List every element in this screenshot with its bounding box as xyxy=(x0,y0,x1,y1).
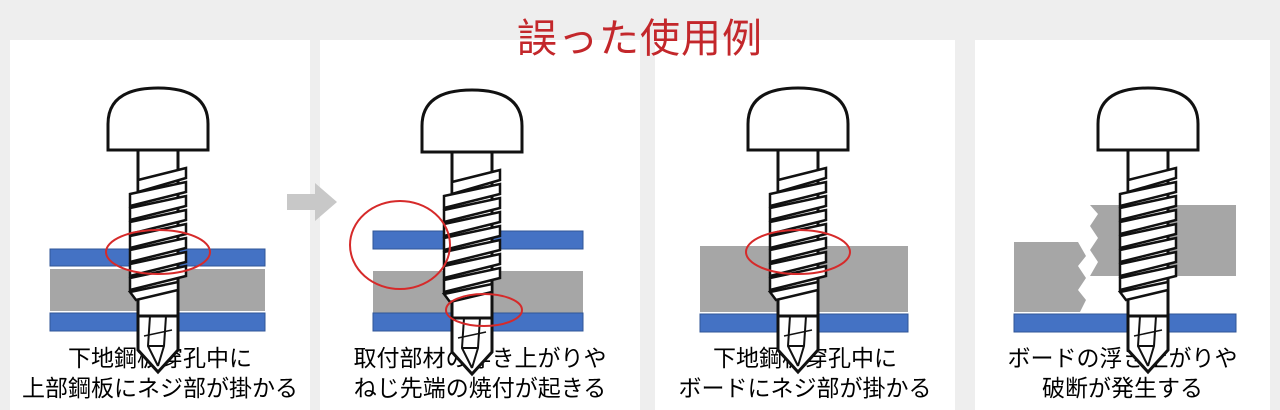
caption-2-line-2: ねじ先端の焼付が起きる xyxy=(353,376,607,402)
caption-4-line-1: ボードの浮き上がりや xyxy=(1007,346,1238,372)
caption-4-line-2: 破断が発生する xyxy=(1042,376,1203,402)
caption-1: 下地鋼板穿孔中に 上部鋼板にネジ部が掛かる xyxy=(10,344,310,404)
caption-2-line-1: 取付部材の浮き上がりや xyxy=(353,346,607,372)
panel-upper-steel-thread: 下地鋼板穿孔中に 上部鋼板にネジ部が掛かる xyxy=(10,40,310,410)
panel-lifting-seizure: 取付部材の浮き上がりや ねじ先端の焼付が起きる xyxy=(320,40,640,410)
panel-board-fracture: ボードの浮き上がりや 破断が発生する xyxy=(975,40,1270,410)
caption-4: ボードの浮き上がりや 破断が発生する xyxy=(975,344,1270,404)
caption-3-line-1: 下地鋼板穿孔中に xyxy=(713,346,897,372)
caption-1-line-1: 下地鋼板穿孔中に xyxy=(68,346,252,372)
caption-2: 取付部材の浮き上がりや ねじ先端の焼付が起きる xyxy=(320,344,640,404)
caption-3-line-2: ボードにネジ部が掛かる xyxy=(678,376,932,402)
caption-3: 下地鋼板穿孔中に ボードにネジ部が掛かる xyxy=(655,344,955,404)
panel-board-thread: 下地鋼板穿孔中に ボードにネジ部が掛かる xyxy=(655,40,955,410)
caption-1-line-2: 上部鋼板にネジ部が掛かる xyxy=(22,376,298,402)
page-title: 誤った使用例 xyxy=(517,16,763,62)
